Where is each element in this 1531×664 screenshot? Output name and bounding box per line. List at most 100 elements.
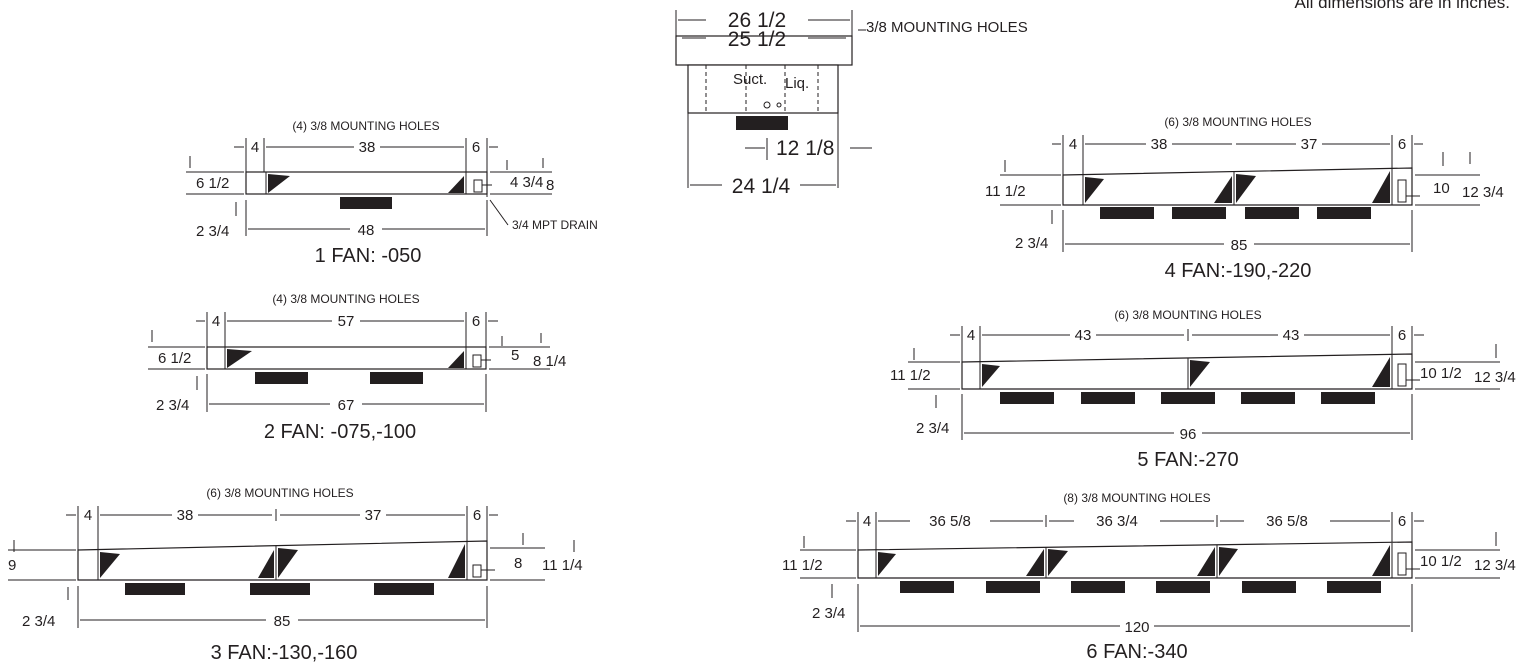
top-bottom-dim: 24 1/4 bbox=[732, 175, 791, 198]
unit-6-height-left: 11 1/2 bbox=[782, 557, 823, 574]
top-center-dim: 12 1/8 bbox=[776, 137, 834, 160]
top-view-fan-guard bbox=[736, 116, 788, 130]
unit-1-seg-1: 38 bbox=[359, 139, 376, 156]
unit-2-caption: 2 FAN: -075,-100 bbox=[264, 421, 416, 443]
unit-4-inner-h: 10 bbox=[1433, 180, 1450, 197]
unit-5-inner-h: 10 1/2 bbox=[1420, 365, 1462, 382]
unit-3-fan-guard-3 bbox=[374, 583, 434, 595]
unit-4-fan-guard-2 bbox=[1172, 207, 1226, 219]
unit-1-fan-guard-1 bbox=[340, 197, 392, 209]
unit-6-seg-3: 36 5/8 bbox=[1266, 513, 1308, 530]
unit-1-length: 48 bbox=[358, 222, 375, 239]
unit-2-fan-075-100: (4) 3/8 MOUNTING HOLES 4 57 6 6 1/2 2 3/… bbox=[148, 292, 566, 443]
unit-1-bottom-dim: 2 3/4 bbox=[196, 223, 229, 240]
unit-6-left-dim: 4 bbox=[863, 513, 871, 530]
unit-2-bottom-dim: 2 3/4 bbox=[156, 397, 189, 414]
unit-5-fan-guard-4 bbox=[1241, 392, 1295, 404]
unit-6-outer-h: 12 3/4 bbox=[1474, 557, 1516, 574]
unit-2-inner-h: 5 bbox=[511, 347, 519, 364]
unit-1-holes: (4) 3/8 MOUNTING HOLES bbox=[292, 119, 439, 133]
unit-4-outer-h: 12 3/4 bbox=[1462, 184, 1504, 201]
unit-1-outer-h: 8 bbox=[546, 177, 554, 194]
unit-2-holes: (4) 3/8 MOUNTING HOLES bbox=[272, 292, 419, 306]
unit-2-right-dim: 6 bbox=[472, 313, 480, 330]
unit-4-bottom-dim: 2 3/4 bbox=[1015, 235, 1048, 252]
unit-3-fan-130-160: (6) 3/8 MOUNTING HOLES 4 38 37 6 9 2 bbox=[8, 486, 583, 664]
unit-6-fan-guard-2 bbox=[986, 581, 1040, 593]
unit-2-outer-h: 8 1/4 bbox=[533, 353, 566, 370]
unit-4-length: 85 bbox=[1231, 237, 1248, 254]
unit-2-fan-guard-1 bbox=[255, 372, 308, 384]
unit-4-height-left: 11 1/2 bbox=[985, 183, 1026, 200]
unit-1-drain: 3/4 MPT DRAIN bbox=[512, 218, 598, 232]
unit-5-outer-h: 12 3/4 bbox=[1474, 369, 1516, 386]
unit-3-outer-h: 11 1/4 bbox=[542, 557, 583, 574]
unit-2-length: 67 bbox=[338, 397, 355, 414]
unit-6-fan-guard-4 bbox=[1156, 581, 1210, 593]
unit-6-holes: (8) 3/8 MOUNTING HOLES bbox=[1063, 491, 1210, 505]
unit-5-right-dim: 6 bbox=[1398, 327, 1406, 344]
unit-5-fan-guard-2 bbox=[1081, 392, 1135, 404]
unit-5-caption: 5 FAN:-270 bbox=[1137, 449, 1238, 471]
unit-4-fan-guard-3 bbox=[1245, 207, 1299, 219]
unit-6-caption: 6 FAN:-340 bbox=[1086, 641, 1187, 663]
unit-4-seg-2: 37 bbox=[1301, 136, 1318, 153]
unit-5-length: 96 bbox=[1180, 426, 1197, 443]
unit-6-housing bbox=[857, 541, 1413, 579]
unit-6-bottom-dim: 2 3/4 bbox=[812, 605, 845, 622]
top-outer-dim: 26 1/2 bbox=[728, 9, 786, 32]
unit-2-housing bbox=[206, 346, 487, 370]
unit-3-caption: 3 FAN:-130,-160 bbox=[211, 642, 358, 664]
top-view-flange bbox=[675, 35, 853, 66]
unit-6-right-dim: 6 bbox=[1398, 513, 1406, 530]
top-inner-dim: 25 1/2 bbox=[728, 28, 786, 51]
unit-5-bottom-dim: 2 3/4 bbox=[916, 420, 949, 437]
unit-3-inner-h: 8 bbox=[514, 555, 522, 572]
unit-2-height-left: 6 1/2 bbox=[158, 350, 191, 367]
unit-6-fan-guard-3 bbox=[1071, 581, 1125, 593]
unit-3-left-dim: 4 bbox=[84, 507, 92, 524]
unit-5-fan-270: (6) 3/8 MOUNTING HOLES 4 43 43 6 11 1/2 bbox=[890, 308, 1516, 471]
unit-5-fan-guard-1 bbox=[1000, 392, 1054, 404]
unit-5-height-left: 11 1/2 bbox=[890, 367, 931, 384]
unit-4-seg-1: 38 bbox=[1151, 136, 1168, 153]
unit-2-left-dim: 4 bbox=[212, 313, 220, 330]
unit-5-fan-guard-5 bbox=[1321, 392, 1375, 404]
unit-4-fan-guard-4 bbox=[1317, 207, 1371, 219]
top-mounting-holes: 3/8 MOUNTING HOLES bbox=[866, 19, 1028, 36]
unit-3-fan-guard-1 bbox=[125, 583, 185, 595]
unit-4-right-dim: 6 bbox=[1398, 136, 1406, 153]
unit-3-bottom-dim: 2 3/4 bbox=[22, 613, 55, 630]
unit-6-length: 120 bbox=[1124, 619, 1149, 636]
unit-6-seg-1: 36 5/8 bbox=[929, 513, 971, 530]
unit-3-length: 85 bbox=[274, 613, 291, 630]
suction-label: Suct. bbox=[733, 71, 767, 88]
unit-5-holes: (6) 3/8 MOUNTING HOLES bbox=[1114, 308, 1261, 322]
unit-6-seg-2: 36 3/4 bbox=[1096, 513, 1138, 530]
unit-1-left-dim: 4 bbox=[251, 139, 259, 156]
unit-3-seg-1: 38 bbox=[177, 507, 194, 524]
unit-6-fan-340: (8) 3/8 MOUNTING HOLES 4 36 5/8 36 3/4 3… bbox=[782, 491, 1516, 663]
unit-3-right-dim: 6 bbox=[473, 507, 481, 524]
unit-6-fan-guard-5 bbox=[1242, 581, 1296, 593]
unit-6-inner-h: 10 1/2 bbox=[1420, 553, 1462, 570]
unit-4-caption: 4 FAN:-190,-220 bbox=[1165, 260, 1312, 282]
unit-5-seg-2: 43 bbox=[1283, 327, 1300, 344]
unit-1-fan-050: (4) 3/8 MOUNTING HOLES 4 38 6 6 1/2 2 3/… bbox=[186, 119, 598, 267]
unit-2-fan-guard-2 bbox=[370, 372, 423, 384]
unit-4-fan-guard-1 bbox=[1100, 207, 1154, 219]
unit-1-caption: 1 FAN: -050 bbox=[315, 245, 422, 267]
unit-6-fan-guard-6 bbox=[1327, 581, 1381, 593]
unit-1-inner-h: 4 3/4 bbox=[510, 174, 543, 191]
unit-2-seg-1: 57 bbox=[338, 313, 355, 330]
unit-5-seg-1: 43 bbox=[1075, 327, 1092, 344]
unit-3-height-left: 9 bbox=[8, 557, 16, 574]
unit-3-fan-guard-2 bbox=[250, 583, 310, 595]
unit-4-left-dim: 4 bbox=[1069, 136, 1077, 153]
top-view: 26 1/2 25 1/2 3/8 MOUNTING HOLES Suct. L… bbox=[675, 9, 1028, 198]
unit-4-holes: (6) 3/8 MOUNTING HOLES bbox=[1164, 115, 1311, 129]
unit-5-housing bbox=[961, 353, 1413, 390]
unit-5-left-dim: 4 bbox=[967, 327, 975, 344]
top-view-housing bbox=[687, 64, 839, 114]
